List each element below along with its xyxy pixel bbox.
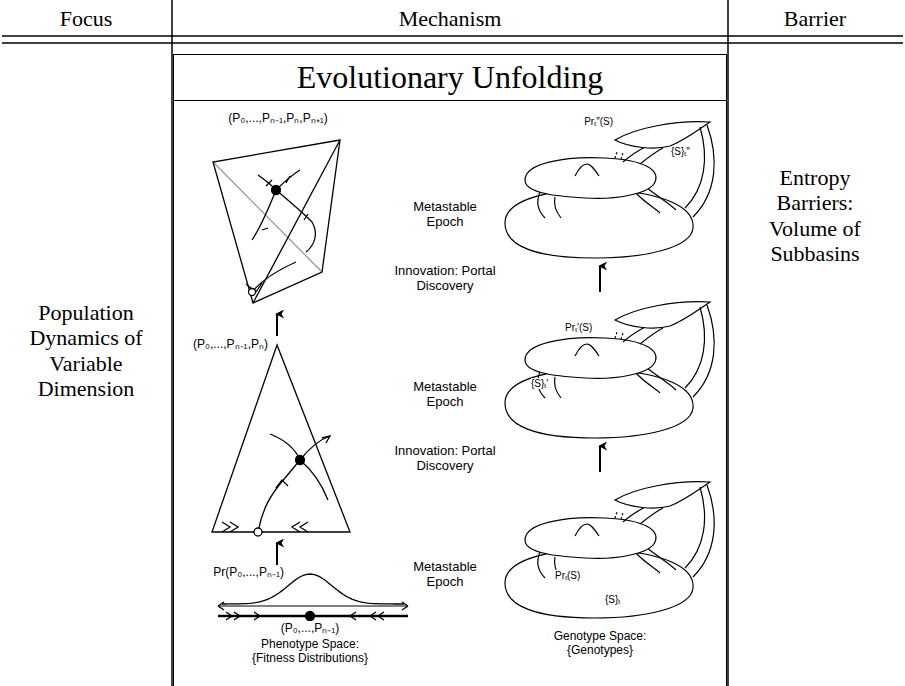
drawing-stroke bbox=[727, 0, 729, 686]
drawing-stroke bbox=[212, 345, 350, 532]
focus-cell: Population Dynamics of Variable Dimensio… bbox=[11, 300, 161, 401]
barrier-cell: Entropy Barriers: Volume of Subbasins bbox=[740, 165, 890, 266]
drawing-stroke bbox=[218, 602, 408, 610]
up-arrow bbox=[276, 543, 278, 566]
drawing-stroke bbox=[2, 42, 903, 44]
up-arrow bbox=[599, 446, 601, 472]
set-label: {S}ₜ bbox=[605, 594, 645, 606]
up-arrow bbox=[599, 266, 601, 292]
epoch-label: Metastable Epoch bbox=[400, 560, 490, 590]
drawing-stroke bbox=[270, 434, 300, 460]
simplex-triangle bbox=[212, 345, 350, 536]
epoch-label: Metastable Epoch bbox=[400, 200, 490, 230]
drawing-stroke bbox=[2, 35, 903, 37]
drawing-stroke bbox=[253, 140, 340, 303]
drawing-stroke bbox=[276, 436, 330, 488]
distribution-label: Pr(P₀,...,Pₙ₋₁) bbox=[164, 566, 284, 580]
drawing-stroke bbox=[285, 436, 330, 478]
column-header: Barrier bbox=[740, 6, 890, 31]
drawing-stroke bbox=[272, 186, 281, 195]
innovation-label: Innovation: Portal Discovery bbox=[388, 444, 503, 474]
innovation-label: Innovation: Portal Discovery bbox=[388, 264, 503, 294]
drawing-stroke bbox=[254, 528, 262, 536]
drawing-stroke bbox=[252, 190, 276, 240]
probability-label: Prₜ(S) bbox=[555, 570, 615, 582]
drawing-stroke bbox=[222, 522, 308, 532]
simplex-line bbox=[218, 574, 408, 621]
up-arrow bbox=[276, 314, 278, 336]
epoch-label: Metastable Epoch bbox=[400, 380, 490, 410]
drawing-stroke bbox=[213, 140, 340, 303]
column-header: Focus bbox=[11, 6, 161, 31]
drawing-stroke bbox=[306, 612, 315, 621]
drawing-stroke bbox=[258, 478, 285, 532]
drawing-stroke bbox=[276, 190, 315, 252]
simplex-label: (P₀,...,Pₙ₋₁,Pₙ,Pₙ₊₁) bbox=[193, 112, 363, 126]
genotype-basins bbox=[505, 122, 714, 618]
drawing-stroke bbox=[296, 456, 305, 465]
set-label: {S}ₜ′ bbox=[531, 378, 571, 390]
drawing-stroke bbox=[300, 460, 328, 500]
space-caption: Phenotype Space: {Fitness Distributions} bbox=[241, 638, 379, 666]
probability-label: Prₜ″(S) bbox=[543, 116, 613, 128]
drawing-stroke bbox=[505, 482, 714, 618]
drawing-stroke bbox=[226, 612, 384, 620]
drawing-stroke bbox=[505, 122, 714, 258]
drawing-stroke bbox=[249, 289, 256, 296]
space-caption: Genotype Space: {Genotypes} bbox=[540, 630, 660, 658]
simplex-label: (P₀,...,Pₙ₋₁) bbox=[250, 622, 370, 636]
drawing-stroke bbox=[505, 302, 714, 438]
column-header: Mechanism bbox=[300, 6, 600, 31]
drawing-stroke bbox=[218, 606, 408, 607]
probability-label: Prₜ′(S) bbox=[565, 322, 625, 334]
region-heading: Evolutionary Unfolding bbox=[174, 55, 726, 101]
region-box: Evolutionary Unfolding bbox=[173, 54, 727, 686]
simplex-label: (P₀,...,Pₙ₋₁,Pₙ) bbox=[138, 338, 268, 352]
simplex-tetrahedron bbox=[213, 140, 340, 303]
drawing-stroke bbox=[246, 176, 308, 292]
set-label: {S}ₜ″ bbox=[671, 146, 711, 158]
